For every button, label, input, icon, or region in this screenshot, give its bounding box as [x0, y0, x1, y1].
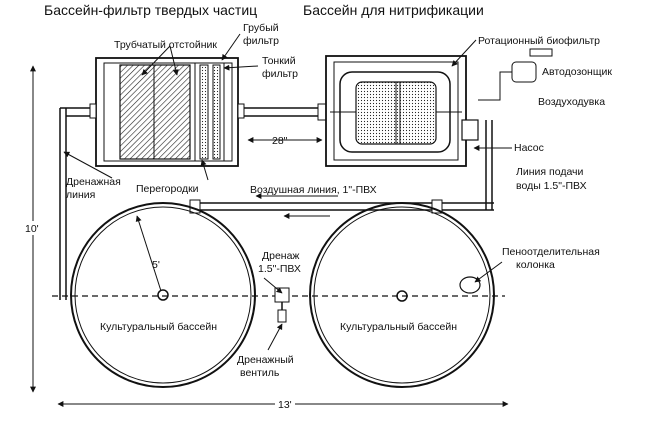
label-drain-pipe-1: Дренаж — [262, 250, 299, 262]
label-coarse-filter-1: Грубый — [243, 22, 279, 34]
title-solids-filter: Бассейн-фильтр твердых частиц — [44, 2, 257, 18]
nitrification-tank — [325, 55, 479, 167]
label-height-dimension: 10' — [25, 223, 39, 235]
label-drain-line-1: Дренажная — [66, 176, 121, 188]
label-blower: Воздуходувка — [538, 96, 605, 108]
label-autodoser: Автодозонщик — [542, 66, 612, 78]
label-air-line: Воздушная линия, 1"-ПВХ — [250, 184, 377, 196]
label-feed-line-1: Линия подачи — [516, 166, 584, 178]
culture-tank-right-outline — [309, 202, 495, 388]
blower-box — [511, 61, 537, 83]
tube-settler-block — [119, 64, 191, 160]
solids-filter-tank — [89, 57, 245, 167]
label-partitions: Перегородки — [136, 183, 199, 195]
label-foam-column-2: колонка — [516, 259, 555, 271]
label-pump: Насос — [514, 142, 544, 154]
label-coarse-filter-2: фильтр — [243, 35, 279, 47]
label-drain-valve-2: вентиль — [240, 367, 280, 379]
label-tube-settler: Трубчатый отстойник — [114, 39, 217, 51]
coarse-filter-block — [199, 64, 209, 160]
fine-filter-block — [212, 64, 221, 160]
label-drain-pipe-2: 1.5"-ПВХ — [258, 263, 301, 275]
label-feed-line-2: воды 1.5"-ПВХ — [516, 180, 587, 192]
label-culture-tank-right: Культуральный бассейн — [340, 321, 457, 333]
label-foam-column-1: Пеноотделительная — [502, 246, 600, 258]
label-radius: 5' — [152, 259, 160, 271]
air-line — [189, 193, 494, 219]
label-drain-line-2: линия — [66, 189, 95, 201]
foam-column-body — [459, 276, 481, 294]
gap-dimension-label: 28" — [272, 135, 288, 147]
autodoser-box — [529, 48, 553, 57]
label-culture-tank-left: Культуральный бассейн — [100, 321, 217, 333]
drain-valve-body — [274, 287, 290, 303]
title-nitrification: Бассейн для нитрификации — [303, 2, 484, 18]
label-width-dimension: 13' — [278, 399, 292, 411]
left-center-drain — [157, 289, 169, 301]
label-drain-valve-1: Дренажный — [237, 354, 294, 366]
label-fine-filter-1: Тонкий — [262, 55, 296, 67]
pump-body — [461, 119, 479, 141]
label-rotating-biofilter: Ротационный биофильтр — [478, 35, 600, 47]
label-fine-filter-2: фильтр — [262, 68, 298, 80]
culture-tank-left-outline — [70, 202, 256, 388]
